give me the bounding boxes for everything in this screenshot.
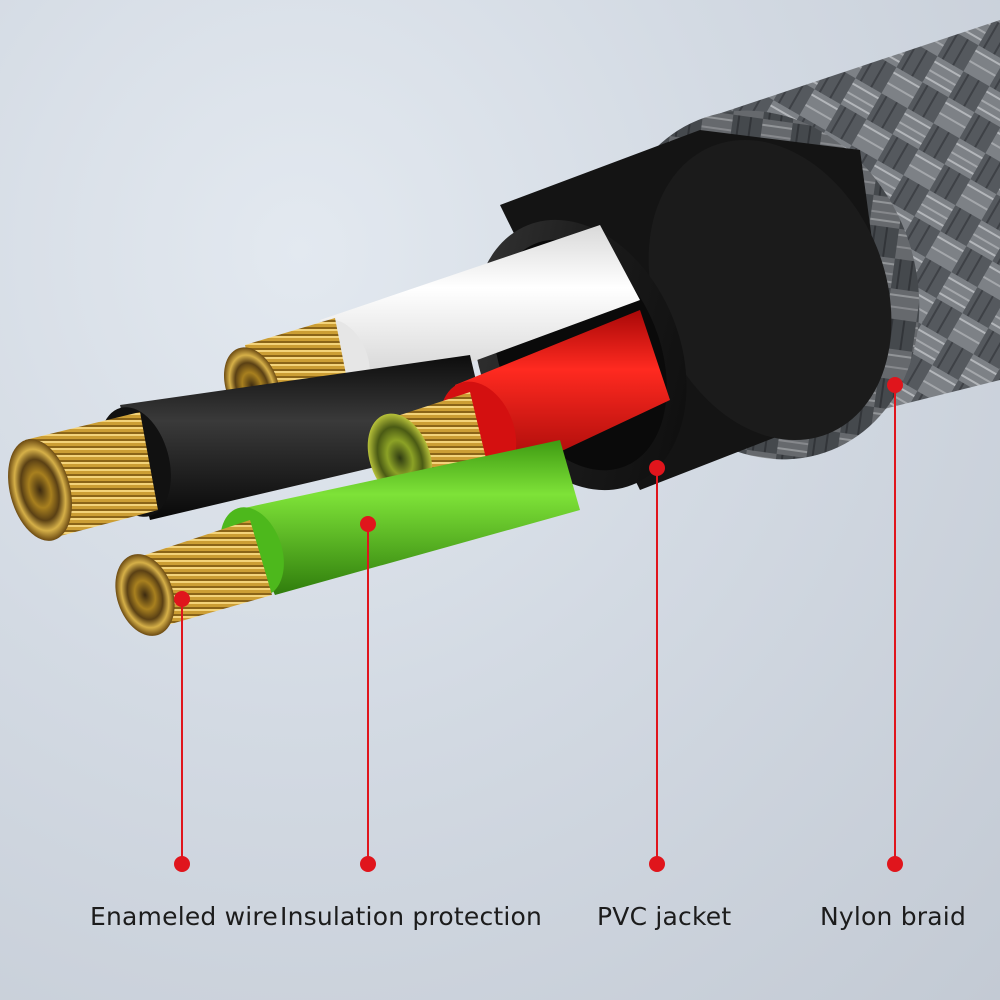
label-insulation-protection: Insulation protection: [280, 902, 543, 931]
callout-nylon-braid: [887, 377, 903, 872]
callout-dot: [887, 377, 903, 393]
label-enameled-wire: Enameled wire: [90, 902, 278, 931]
callout-dot: [174, 591, 190, 607]
callout-dot: [649, 856, 665, 872]
callout-dot: [360, 516, 376, 532]
callout-dot: [360, 856, 376, 872]
callout-insulation-protection: [360, 516, 376, 872]
label-nylon-braid: Nylon braid: [820, 902, 967, 931]
callout-enameled-wire: [174, 591, 190, 872]
label-pvc-jacket: PVC jacket: [597, 902, 732, 931]
callout-dot: [887, 856, 903, 872]
callout-dot: [649, 460, 665, 476]
green-insulated-wire: [115, 440, 580, 636]
callout-dot: [174, 856, 190, 872]
black-insulated-wire: [8, 355, 490, 541]
callout-pvc-jacket: [649, 460, 665, 872]
